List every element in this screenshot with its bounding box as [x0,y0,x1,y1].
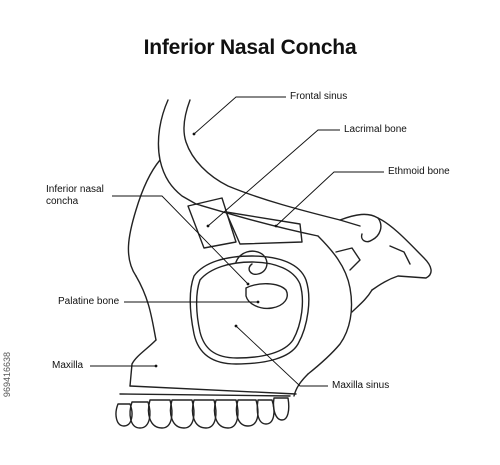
label-maxilla-sinus: Maxilla sinus [332,380,390,391]
stock-watermark-id: 969416638 [2,352,12,398]
label-inferior-nasal-concha-line2: concha [46,196,79,207]
label-lacrimal-bone: Lacrimal bone [344,124,407,135]
label-maxilla: Maxilla [52,360,84,371]
label-inferior-nasal-concha-line1: Inferior nasal [46,184,104,195]
diagram-title: Inferior Nasal Concha [143,36,357,59]
label-frontal-sinus: Frontal sinus [290,91,348,102]
label-ethmoid-bone: Ethmoid bone [388,166,450,177]
skull-outline [127,99,432,397]
maxilla-sinus-shape [189,250,310,365]
label-palatine-bone: Palatine bone [58,296,120,307]
pointer-lines [90,96,384,387]
teeth-row [115,393,291,429]
